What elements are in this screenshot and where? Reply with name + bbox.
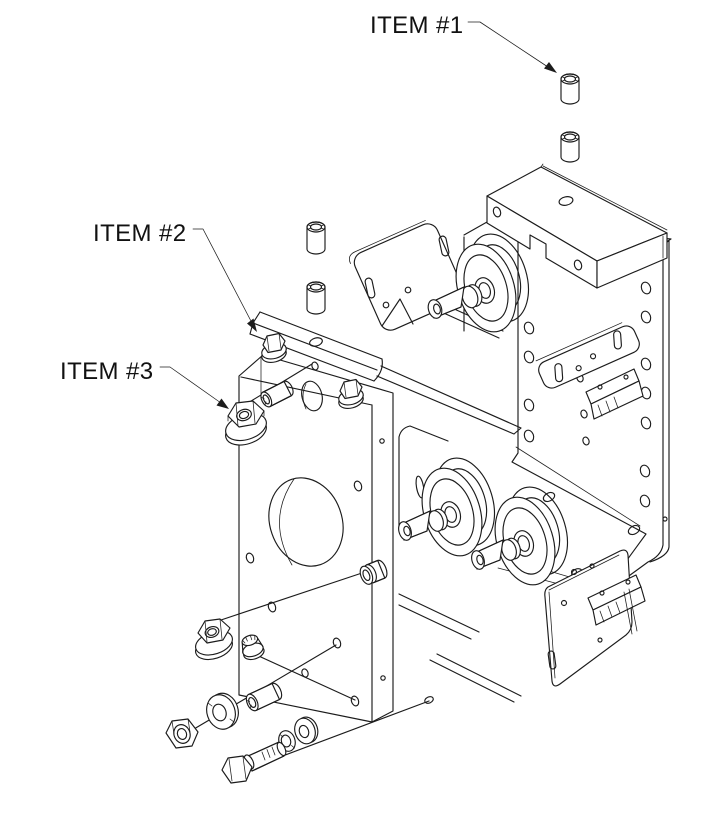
item-2-label: ITEM #2 bbox=[93, 220, 187, 247]
item-1-arrowhead bbox=[544, 62, 557, 73]
hex-bolt-right bbox=[338, 378, 364, 410]
spacer-angled-upper bbox=[260, 380, 294, 408]
knurled-stud bbox=[241, 634, 265, 661]
flange-nut-item3 bbox=[225, 400, 267, 446]
hex-nut bbox=[165, 718, 199, 749]
upper-angle-bracket bbox=[585, 368, 644, 420]
spacer-item1 bbox=[560, 73, 580, 105]
center-bracket-plate bbox=[349, 220, 465, 331]
spacer-2 bbox=[560, 131, 580, 163]
left-plate-holes bbox=[245, 361, 386, 707]
item-1-leader bbox=[467, 21, 552, 70]
spacer-3 bbox=[306, 221, 326, 255]
pulley-mid-left bbox=[398, 457, 495, 557]
washer-small bbox=[294, 716, 319, 745]
spacer-angled-lower bbox=[245, 682, 283, 712]
item-1-label: ITEM #1 bbox=[370, 12, 464, 39]
pulley-mid-right bbox=[471, 486, 568, 586]
upper-slot-bracket bbox=[535, 322, 644, 420]
spacer-4 bbox=[306, 281, 326, 315]
lower-slot-bracket bbox=[544, 549, 646, 687]
washer-large bbox=[206, 692, 239, 730]
item-3-arrowhead bbox=[216, 398, 229, 409]
pulley-upper bbox=[427, 233, 529, 333]
item-2-leader bbox=[192, 228, 253, 324]
bushing-small bbox=[359, 559, 388, 585]
lower-angle-bracket bbox=[587, 574, 646, 635]
hex-bolt-long bbox=[221, 741, 287, 784]
item-3-label: ITEM #3 bbox=[60, 358, 154, 385]
item-2-arrowhead bbox=[247, 318, 257, 332]
hex-bolt-item2 bbox=[261, 332, 287, 364]
item-3-leader bbox=[159, 366, 222, 404]
annotations: ITEM #1 ITEM #2 ITEM #3 bbox=[60, 12, 557, 409]
flange-nut-lower bbox=[195, 618, 233, 661]
top-plate bbox=[486, 163, 668, 289]
